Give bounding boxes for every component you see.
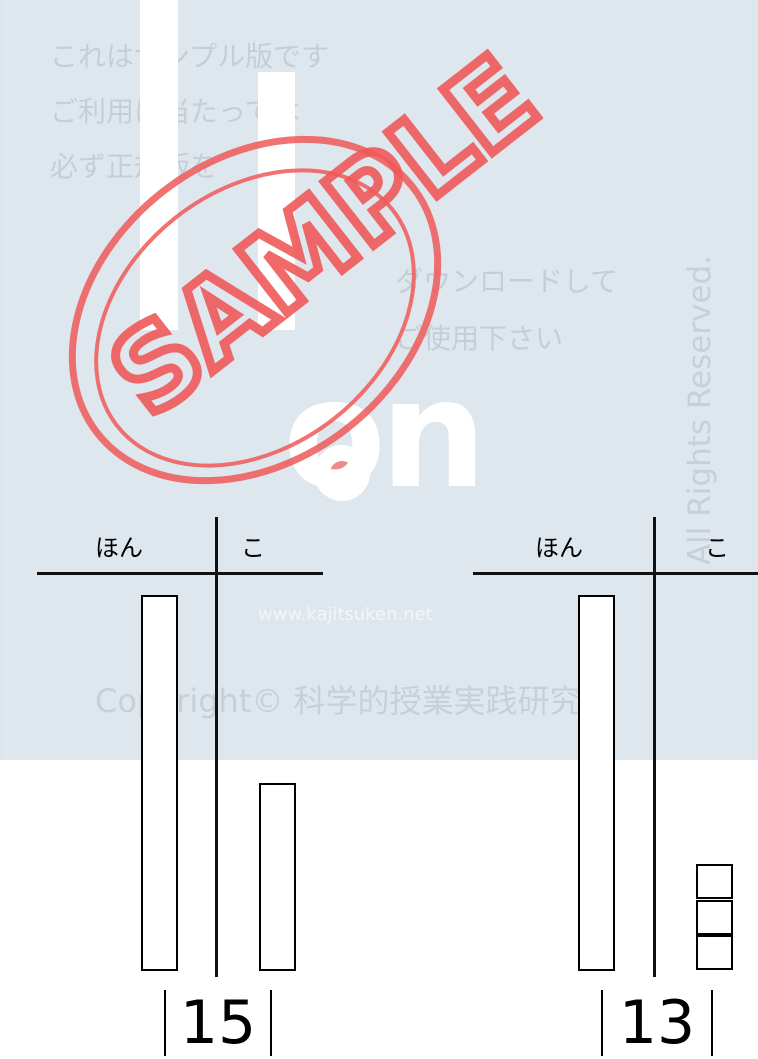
ones-bar (259, 783, 296, 971)
answer-box-2[interactable]: 13 (601, 990, 713, 1056)
answer-box-1[interactable]: 15 (164, 990, 272, 1056)
table-vline-1 (215, 517, 218, 977)
site-url: www.kajitsuken.net (258, 604, 433, 625)
table-hline-2 (473, 572, 758, 575)
logo-dot-center (330, 461, 354, 485)
sample-notice-line-3: 必ず正規版を (50, 150, 219, 183)
sample-stamp: SAMPLE (68, 27, 564, 485)
unit-cube (696, 900, 733, 935)
header-ko-1: こ (241, 534, 265, 562)
unit-cube (696, 935, 733, 970)
watermark-frame (6, 0, 758, 760)
logo-on-text: on (283, 348, 487, 522)
copyright-text: Copyright© 科学的授業実践研究会 (95, 682, 614, 720)
table-vline-2 (653, 517, 656, 977)
watermark-panel (0, 0, 758, 760)
svg-text:SAMPLE: SAMPLE (87, 32, 560, 441)
header-ko-2: こ (705, 534, 729, 562)
header-hon-2: ほん (535, 534, 583, 562)
table-hline-1 (37, 572, 323, 575)
logo-bar-right (258, 72, 295, 330)
ten-stick (141, 595, 178, 971)
header-hon-1: ほん (95, 534, 143, 562)
ten-stick (578, 595, 615, 971)
sample-notice-line-1: これはサンプル版です (50, 40, 330, 73)
unit-cube (696, 864, 733, 899)
logo-bar-left (140, 0, 178, 330)
